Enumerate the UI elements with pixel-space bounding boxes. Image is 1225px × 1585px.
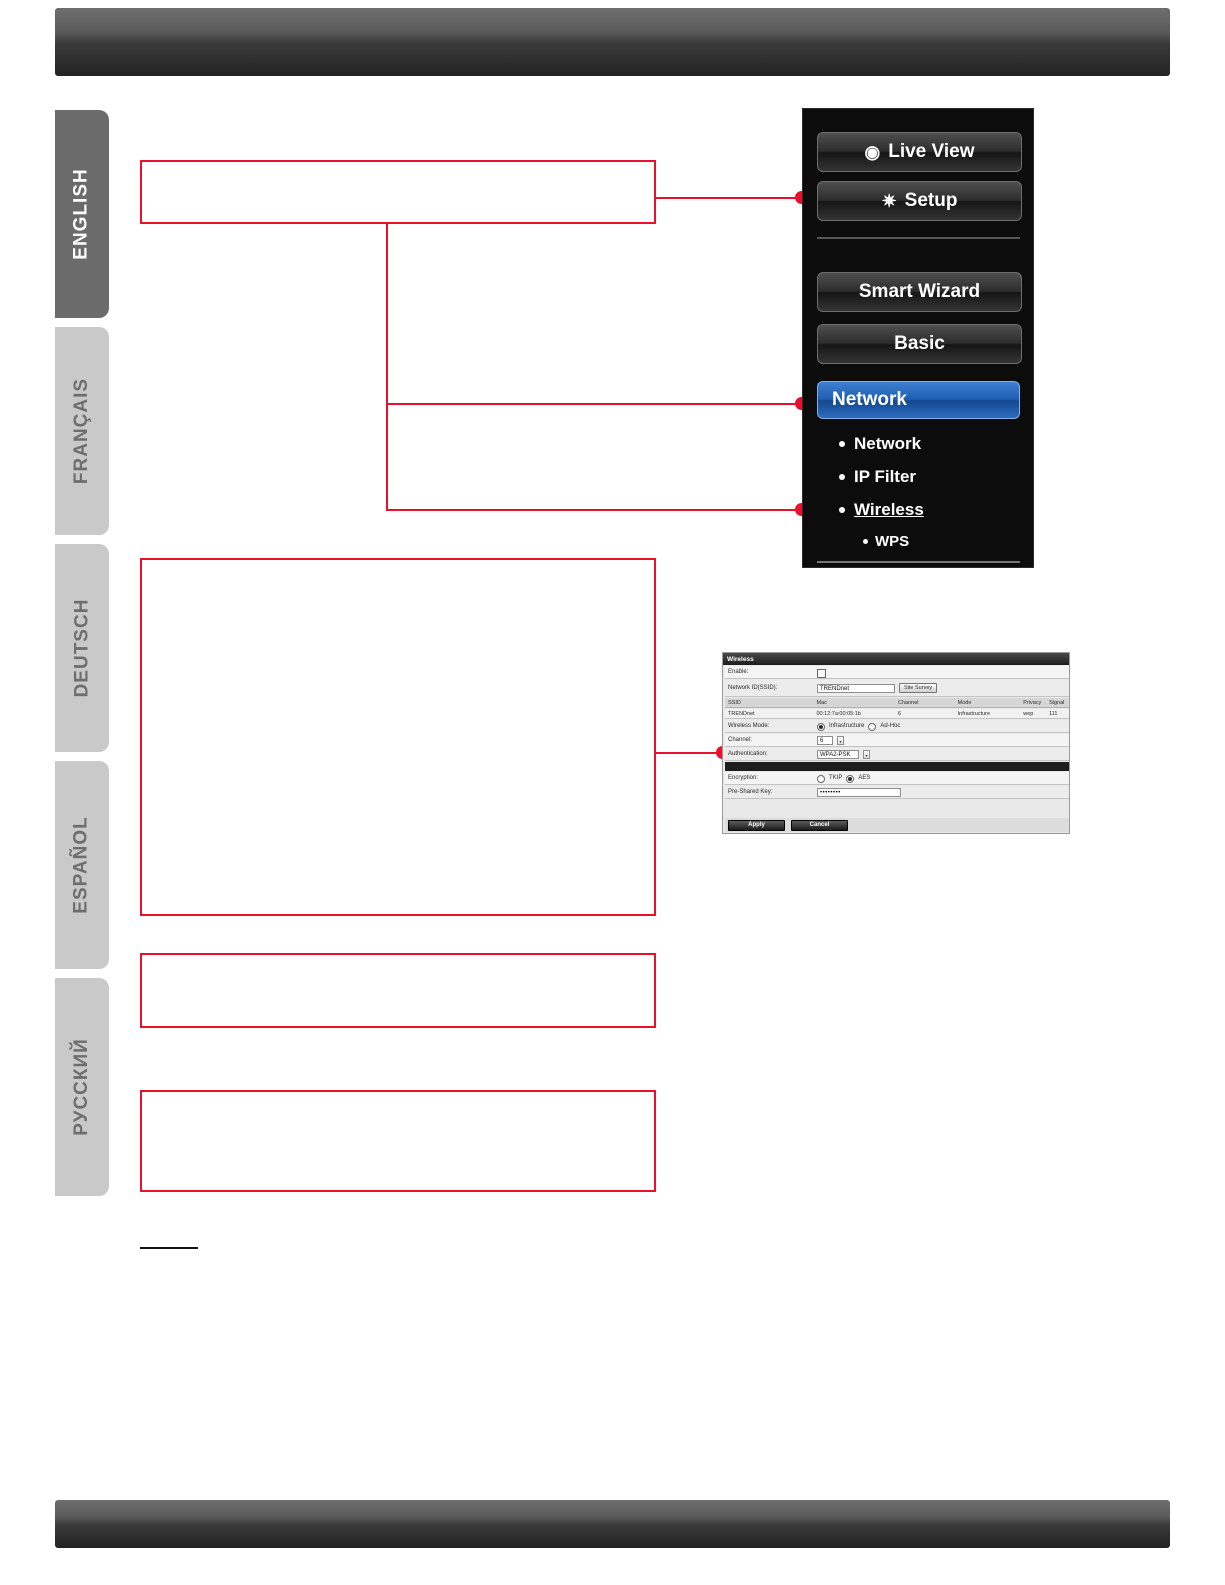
callout-note-1 (140, 953, 656, 1028)
connector-line-config (656, 752, 722, 754)
language-tab-deutsch[interactable]: DEUTSCH (55, 544, 109, 752)
apply-button[interactable]: Apply (728, 819, 785, 831)
row-enable: Enable: (725, 666, 1069, 679)
row-preshared-key: Pre-Shared Key: •••••••• (725, 786, 1069, 799)
survey-col-mac: Mac (816, 699, 827, 706)
survey-cell-mode: Infrastructure (957, 710, 991, 717)
camera-web-menu-panel: ◉ Live View ✷ Setup Smart Wizard Basic N… (802, 108, 1034, 568)
submenu-item-wireless-label: Wireless (854, 500, 924, 519)
setup-button[interactable]: ✷ Setup (817, 181, 1022, 221)
wireless-panel-actions: Apply Cancel (725, 818, 1069, 832)
survey-cell-privacy: wep (1023, 710, 1034, 717)
connector-trunk-network (386, 224, 388, 510)
language-tab-english[interactable]: ENGLISH (55, 110, 109, 318)
submenu-item-network-label: Network (854, 434, 922, 453)
preshared-key-input[interactable]: •••••••• (817, 787, 901, 797)
ssid-label: Network ID(SSID): (728, 685, 778, 691)
page-footer-bar (55, 1500, 1170, 1548)
connector-line-setup (656, 197, 802, 199)
setup-label: Setup (904, 190, 958, 211)
basic-button[interactable]: Basic (817, 324, 1022, 364)
basic-label: Basic (894, 333, 945, 354)
cancel-button[interactable]: Cancel (791, 819, 848, 831)
chevron-down-icon[interactable]: ▾ (863, 749, 870, 759)
encryption-aes-label: AES (858, 775, 871, 781)
language-tab-francais[interactable]: FRANÇAIS (55, 327, 109, 535)
row-ssid: Network ID(SSID): TRENDnet Site Survey (725, 680, 1069, 697)
language-tab-english-label: ENGLISH (71, 168, 93, 260)
submenu-item-wps[interactable]: WPS (863, 533, 909, 550)
network-label: Network (832, 389, 907, 410)
mode-adhoc-label: Ad-Hoc (880, 723, 901, 729)
encryption-label: Encryption: (728, 775, 759, 781)
encryption-tkip-radio[interactable] (817, 775, 825, 783)
survey-col-ssid: SSID (728, 699, 741, 706)
row-wireless-mode: Wireless Mode: Infrastructure Ad-Hoc (725, 720, 1069, 733)
panel-separator (725, 762, 1069, 771)
encryption-tkip-label: TKIP (829, 775, 843, 781)
connector-line-network (386, 403, 802, 405)
bullet-icon (863, 539, 868, 544)
row-encryption: Encryption: TKIP AES (725, 772, 1069, 785)
submenu-item-ip-filter-label: IP Filter (854, 467, 917, 486)
mode-infrastructure-label: Infrastructure (829, 723, 865, 729)
survey-col-signal: Signal (1049, 699, 1065, 706)
wireless-settings-screenshot: Wireless Enable: Network ID(SSID): TREND… (722, 652, 1070, 834)
page-header-bar (55, 8, 1170, 76)
survey-cell-signal: 111 (1049, 710, 1058, 717)
wireless-panel-title: Wireless (723, 653, 1069, 665)
encryption-aes-radio[interactable] (846, 775, 855, 783)
channel-select-value[interactable]: 6 (817, 735, 833, 745)
language-tab-espanol[interactable]: ESPAÑOL (55, 761, 109, 969)
bullet-icon (839, 441, 845, 447)
ssid-input[interactable]: TRENDnet (817, 683, 895, 693)
smart-wizard-button[interactable]: Smart Wizard (817, 272, 1022, 312)
network-button[interactable]: Network (817, 381, 1020, 419)
submenu-item-wireless[interactable]: Wireless (839, 500, 924, 520)
preshared-key-label: Pre-Shared Key: (728, 789, 773, 795)
language-tab-francais-label: FRANÇAIS (71, 377, 93, 485)
live-view-button[interactable]: ◉ Live View (817, 132, 1022, 172)
live-view-label: Live View (888, 141, 975, 162)
authentication-label: Authentication: (728, 751, 768, 757)
survey-col-mode: Mode (957, 699, 972, 706)
chevron-down-icon[interactable]: ▾ (837, 735, 844, 745)
site-survey-button[interactable]: Site Survey (899, 683, 938, 693)
survey-cell-mac: 00:12:7a:00:05:1b (816, 710, 861, 717)
mode-adhoc-radio[interactable] (868, 723, 877, 731)
enable-label: Enable: (728, 669, 749, 675)
survey-table-header: SSID Mac Channel Mode Privacy Signal (725, 698, 1069, 708)
bullet-icon (839, 474, 845, 480)
row-authentication: Authentication: WPA2-PSK ▾ (725, 748, 1069, 761)
survey-col-privacy: Privacy (1023, 699, 1042, 706)
gear-icon: ✷ (881, 191, 897, 211)
language-tab-deutsch-label: DEUTSCH (71, 598, 92, 698)
language-tab-espanol-label: ESPAÑOL (71, 816, 92, 914)
channel-label: Channel: (728, 737, 753, 743)
row-channel: Channel: 6 ▾ (725, 734, 1069, 747)
menu-bottom-divider (817, 561, 1020, 563)
note-underline-mark (140, 1247, 198, 1249)
callout-step-wireless-config (140, 558, 656, 916)
survey-table-row[interactable]: TRENDnet 00:12:7a:00:05:1b 6 Infrastruct… (725, 709, 1069, 719)
survey-col-channel: Channel (898, 699, 919, 706)
smart-wizard-label: Smart Wizard (858, 281, 981, 302)
mode-infrastructure-radio[interactable] (817, 723, 825, 731)
callout-note-2 (140, 1090, 656, 1192)
menu-divider (817, 237, 1020, 239)
survey-cell-ssid: TRENDnet (728, 710, 755, 717)
submenu-item-network[interactable]: Network (839, 434, 921, 454)
language-tab-russian-label: РУССКИЙ (71, 1038, 92, 1136)
language-tab-russian[interactable]: РУССКИЙ (55, 978, 109, 1196)
callout-step-setup (140, 160, 656, 224)
submenu-item-wps-label: WPS (875, 533, 910, 550)
survey-cell-channel: 6 (898, 710, 902, 717)
wireless-mode-label: Wireless Mode: (728, 723, 770, 729)
authentication-select-value[interactable]: WPA2-PSK (817, 749, 859, 759)
submenu-item-ip-filter[interactable]: IP Filter (839, 467, 916, 487)
eye-icon: ◉ (864, 142, 881, 162)
enable-checkbox[interactable] (817, 668, 826, 678)
connector-line-wireless (386, 509, 802, 511)
bullet-icon (839, 507, 845, 513)
